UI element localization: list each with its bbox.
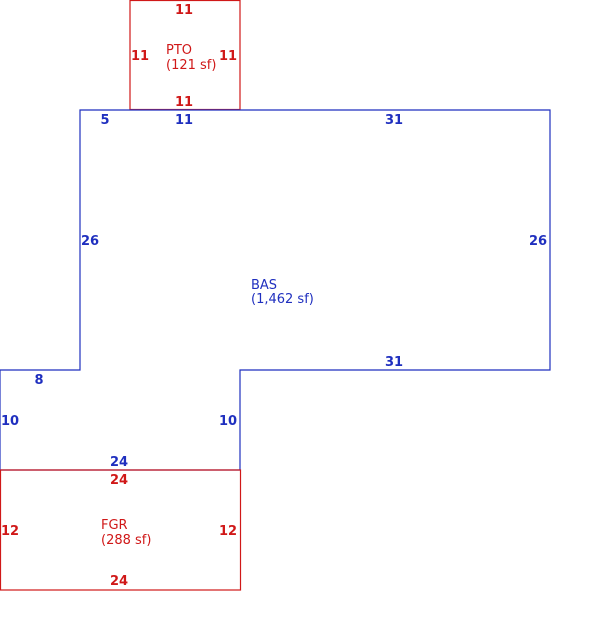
bas-dim-lower-top: 8 [34, 373, 43, 388]
pto-area: (121 sf) [166, 58, 216, 73]
fgr-outline [0, 469, 242, 591]
fgr-dim-left: 12 [1, 524, 19, 539]
fgr-dim-top: 24 [110, 473, 128, 488]
fgr-name: FGR [101, 518, 128, 533]
fgr-dim-bottom: 24 [110, 574, 128, 589]
bas-dim-lower-left: 10 [1, 414, 19, 429]
pto-dim-bottom: 11 [175, 95, 193, 110]
bas-dim-top-right: 31 [385, 113, 403, 128]
bas-area: (1,462 sf) [251, 292, 314, 307]
pto-name: PTO [166, 43, 192, 58]
bas-dim-inner-step: 31 [385, 355, 403, 370]
pto-dim-left: 11 [131, 49, 149, 64]
bas-dim-right: 26 [529, 234, 547, 249]
bas-dim-left-upper: 26 [81, 234, 99, 249]
pto-dim-top: 11 [175, 3, 193, 18]
pto-dim-right: 11 [219, 49, 237, 64]
bas-name: BAS [251, 278, 277, 293]
bas-dim-top-left: 5 [100, 113, 109, 128]
bas-dim-top-mid: 11 [175, 113, 193, 128]
bas-dim-lower-right: 10 [219, 414, 237, 429]
fgr-dim-right: 12 [219, 524, 237, 539]
bas-dim-bottom: 24 [110, 455, 128, 470]
fgr-area: (288 sf) [101, 533, 151, 548]
